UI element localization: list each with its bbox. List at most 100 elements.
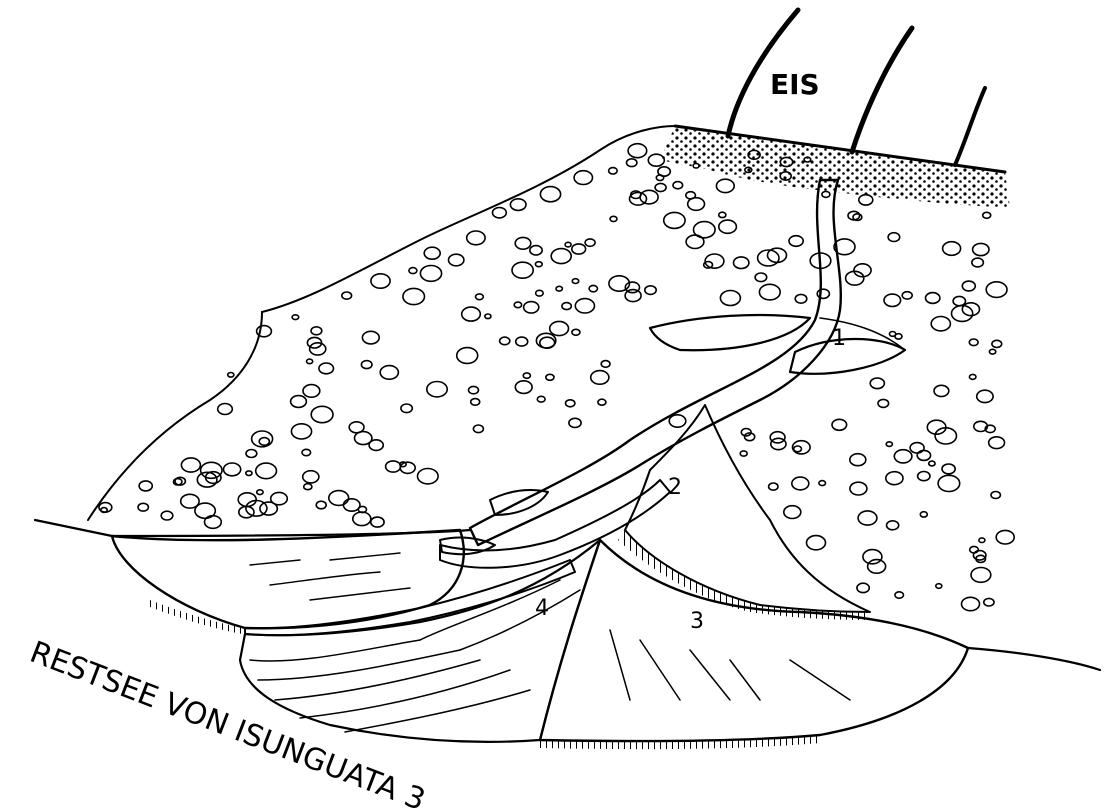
boulder xyxy=(720,291,740,306)
boulder xyxy=(694,222,716,238)
boulder xyxy=(640,190,658,204)
boulder xyxy=(645,286,656,295)
boulder xyxy=(551,249,571,264)
boulder xyxy=(745,433,755,441)
boulder xyxy=(585,239,595,246)
boulder xyxy=(224,463,241,476)
boulder xyxy=(598,399,606,405)
zone-3-label: 3 xyxy=(690,609,704,634)
boulder xyxy=(973,243,989,255)
boulder xyxy=(962,597,980,610)
boulder xyxy=(870,378,884,389)
boulder xyxy=(361,361,372,369)
boulder xyxy=(569,418,581,427)
boulder xyxy=(256,463,277,479)
boulder xyxy=(524,302,539,313)
boulder xyxy=(572,244,586,254)
boulder xyxy=(989,437,1005,449)
boulder xyxy=(310,343,326,355)
boulder xyxy=(719,220,737,233)
boulder xyxy=(610,216,617,221)
boulder xyxy=(989,349,995,354)
boulder xyxy=(673,182,683,189)
boulder xyxy=(540,187,560,202)
boulder xyxy=(271,492,288,504)
boulder xyxy=(500,337,510,345)
boulder xyxy=(863,550,882,564)
boulder xyxy=(771,438,786,449)
boulder xyxy=(716,179,734,192)
boulder xyxy=(609,168,618,174)
boulder xyxy=(996,530,1014,544)
zone-3-basin: 3 xyxy=(540,540,968,749)
boulder xyxy=(228,373,234,378)
boulder xyxy=(467,231,485,245)
boulder xyxy=(628,144,647,158)
boulder xyxy=(943,242,961,256)
caption: RESTSEE VON ISUNGUATA 3 xyxy=(25,635,430,809)
boulder xyxy=(859,195,873,205)
boulder xyxy=(850,482,867,495)
boulder xyxy=(386,461,401,472)
boulder xyxy=(574,171,592,185)
boulder xyxy=(349,422,364,433)
ice-label: EIS xyxy=(770,68,820,101)
boulder xyxy=(895,592,904,598)
boulder xyxy=(920,512,927,517)
boulder xyxy=(409,268,417,274)
boulder xyxy=(550,321,569,335)
boulder xyxy=(784,506,801,519)
boulder xyxy=(719,212,726,217)
boulder xyxy=(319,363,334,374)
boulder xyxy=(400,462,415,473)
boulder xyxy=(246,501,267,517)
boulder xyxy=(894,450,912,463)
boulder xyxy=(969,339,978,346)
boulder xyxy=(302,449,311,455)
boulder xyxy=(953,296,965,305)
boulder xyxy=(516,337,528,346)
ice-body xyxy=(660,10,1010,208)
boulder xyxy=(329,491,349,506)
boulder xyxy=(740,451,747,456)
boulder xyxy=(889,332,895,337)
boulder xyxy=(977,390,993,402)
ground-line xyxy=(35,520,1100,670)
boulder xyxy=(427,382,447,397)
boulder xyxy=(181,458,200,472)
boulder xyxy=(369,440,383,451)
boulder xyxy=(512,262,533,278)
boulder xyxy=(246,471,252,476)
boulder xyxy=(938,475,960,491)
boulder xyxy=(886,472,903,485)
boulder xyxy=(792,477,809,490)
boulder xyxy=(589,285,597,291)
boulder xyxy=(755,273,767,282)
boulder xyxy=(161,511,173,520)
boulder xyxy=(311,406,333,422)
boulder xyxy=(420,266,441,282)
middle-terrace xyxy=(440,490,548,554)
boulder xyxy=(822,191,830,197)
boulder xyxy=(530,246,542,255)
boulder xyxy=(101,508,107,513)
boulder xyxy=(291,424,311,439)
zone-1-label: 1 xyxy=(832,326,846,351)
zone-2-label: 2 xyxy=(668,475,682,500)
boulder xyxy=(910,443,924,453)
boulder xyxy=(462,307,481,321)
boulder xyxy=(575,299,594,313)
boulder xyxy=(918,472,930,481)
boulder xyxy=(759,284,780,300)
boulder xyxy=(303,471,319,483)
terrace-1: 1 xyxy=(650,315,905,374)
boulder xyxy=(934,385,949,396)
boulder xyxy=(769,483,778,490)
boulder xyxy=(972,258,984,267)
boulder xyxy=(471,399,480,406)
boulder xyxy=(304,484,312,490)
boulder xyxy=(888,233,900,242)
boulder xyxy=(449,254,464,266)
boulder xyxy=(664,212,685,228)
boulder xyxy=(510,199,526,211)
